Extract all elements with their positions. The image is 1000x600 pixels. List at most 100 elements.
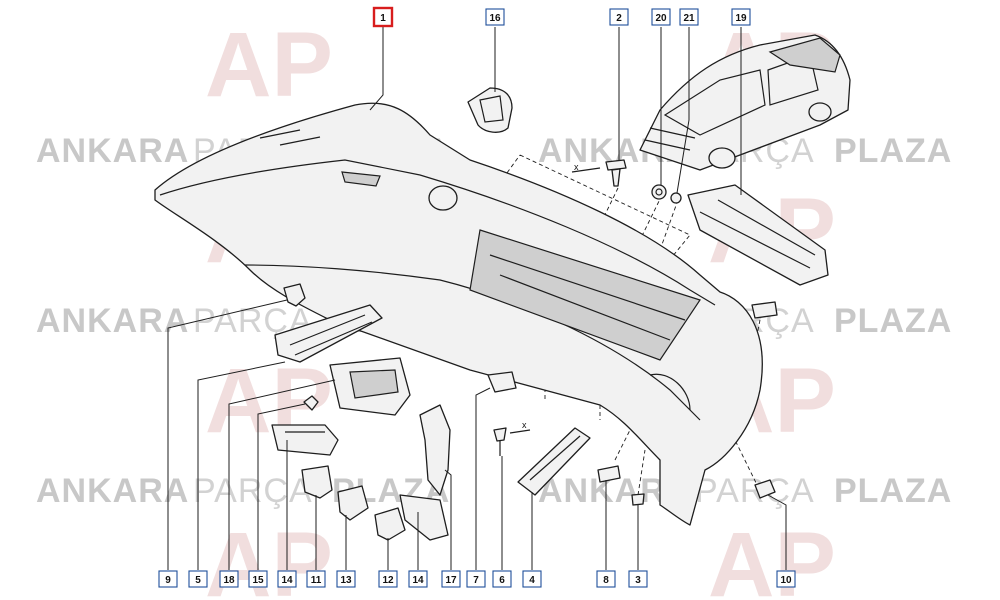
- part-4-rail: [517, 427, 591, 496]
- callout-9[interactable]: 9: [158, 570, 178, 588]
- part-7-clip: [487, 371, 517, 393]
- watermark-logo-mark: AP: [205, 14, 333, 116]
- callout-21[interactable]: 21: [679, 8, 699, 26]
- leader-7: [475, 387, 491, 570]
- callout-4[interactable]: 4: [522, 570, 542, 588]
- part-8-shape: [597, 465, 621, 483]
- callout-21-box[interactable]: [679, 8, 699, 26]
- part-17-shape: [419, 404, 451, 496]
- dash-line: [614, 429, 631, 461]
- callout-12-label: 12: [382, 575, 394, 586]
- callout-1-label: 1: [380, 13, 386, 24]
- callout-6-box[interactable]: [492, 570, 512, 588]
- callout-9-label: 9: [165, 575, 171, 586]
- leader-15: [257, 403, 306, 570]
- callout-14b[interactable]: 14: [408, 570, 428, 588]
- callout-7[interactable]: 7: [466, 570, 486, 588]
- callout-21-label: 21: [683, 13, 695, 24]
- callout-5-label: 5: [195, 575, 201, 586]
- callout-13-box[interactable]: [336, 570, 356, 588]
- car-windshield: [663, 69, 766, 136]
- callout-5[interactable]: 5: [188, 570, 208, 588]
- watermark-brand-bold: ANKARA: [36, 302, 189, 340]
- callout-20-box[interactable]: [651, 8, 671, 26]
- part-12-shape: [374, 507, 406, 541]
- callout-7-box[interactable]: [466, 570, 486, 588]
- watermark-logo: AP AP AP AP AP AP AP AP: [205, 14, 836, 600]
- callout-4-box[interactable]: [522, 570, 542, 588]
- callout-15[interactable]: 15: [248, 570, 268, 588]
- callout-14a-box[interactable]: [277, 570, 297, 588]
- callout-10[interactable]: 10: [776, 570, 796, 588]
- part-14-retainer-lower: [399, 494, 449, 541]
- plate-shape: [751, 301, 778, 319]
- callout-11[interactable]: 11: [306, 570, 326, 588]
- callout-8-box[interactable]: [596, 570, 616, 588]
- callout-1[interactable]: 1: [372, 6, 394, 28]
- callout-17[interactable]: 17: [441, 570, 461, 588]
- callout-13[interactable]: 13: [336, 570, 356, 588]
- callout-17-box[interactable]: [441, 570, 461, 588]
- leader-9: [167, 299, 288, 570]
- bumper-top-detail: [259, 129, 321, 146]
- car-body: [639, 34, 851, 171]
- bumper-recess: [469, 229, 701, 361]
- dash-line: [639, 194, 663, 241]
- part-14-retainer: [271, 424, 339, 456]
- bumper-slot: [341, 171, 381, 187]
- callout-16[interactable]: 16: [485, 8, 505, 26]
- callout-20-label: 20: [655, 13, 667, 24]
- callout-6[interactable]: 6: [492, 570, 512, 588]
- callout-14a[interactable]: 14: [277, 570, 297, 588]
- callout-12-box[interactable]: [378, 570, 398, 588]
- leader-1: [369, 27, 384, 111]
- part-15-shape: [303, 395, 319, 411]
- callout-14a-label: 14: [281, 575, 293, 586]
- callout-19-box[interactable]: [731, 8, 751, 26]
- callout-2[interactable]: 2: [609, 8, 629, 26]
- callout-3-box[interactable]: [628, 570, 648, 588]
- watermark-brand-bold: PLAZA: [834, 472, 952, 510]
- callout-15-box[interactable]: [248, 570, 268, 588]
- callout-9-box[interactable]: [158, 570, 178, 588]
- callout-3-label: 3: [635, 575, 641, 586]
- part-7-shape: [487, 371, 517, 393]
- callout-7-label: 7: [473, 575, 479, 586]
- callout-11-box[interactable]: [306, 570, 326, 588]
- part-16-cover: [467, 87, 513, 133]
- part-14-shape: [271, 424, 339, 456]
- callout-13-label: 13: [340, 575, 352, 586]
- callout-16-box[interactable]: [485, 8, 505, 26]
- part-12-clip: [374, 507, 406, 541]
- dash-line: [637, 449, 646, 496]
- callout-3[interactable]: 3: [628, 570, 648, 588]
- callout-1-box[interactable]: [372, 6, 394, 28]
- watermark-brand-bold: ANKARA: [36, 132, 189, 170]
- part-3-rivet: [631, 493, 645, 506]
- part-4-line: [529, 435, 581, 481]
- callout-18[interactable]: 18: [219, 570, 239, 588]
- callout-14b-box[interactable]: [408, 570, 428, 588]
- part-8-clip: [597, 465, 621, 483]
- car-grille: [644, 127, 696, 151]
- callout-15-label: 15: [252, 575, 264, 586]
- part-13-clip: [337, 485, 369, 521]
- part-3-shape: [631, 493, 645, 506]
- callout-18-box[interactable]: [219, 570, 239, 588]
- callout-19[interactable]: 19: [731, 8, 751, 26]
- callout-10-box[interactable]: [776, 570, 796, 588]
- callout-20[interactable]: 20: [651, 8, 671, 26]
- callout-8[interactable]: 8: [596, 570, 616, 588]
- leader-10: [767, 494, 787, 570]
- part-21-shape: [670, 192, 682, 204]
- callout-5-box[interactable]: [188, 570, 208, 588]
- part-5-guide: [274, 304, 383, 363]
- part-2-axis: [571, 167, 601, 173]
- callout-2-box[interactable]: [609, 8, 629, 26]
- callout-11-label: 11: [311, 575, 322, 586]
- callout-19-label: 19: [735, 13, 747, 24]
- part-10-bracket: [754, 479, 776, 499]
- part-6-screw: x: [493, 420, 531, 456]
- callout-10-label: 10: [780, 575, 792, 586]
- callout-12[interactable]: 12: [378, 570, 398, 588]
